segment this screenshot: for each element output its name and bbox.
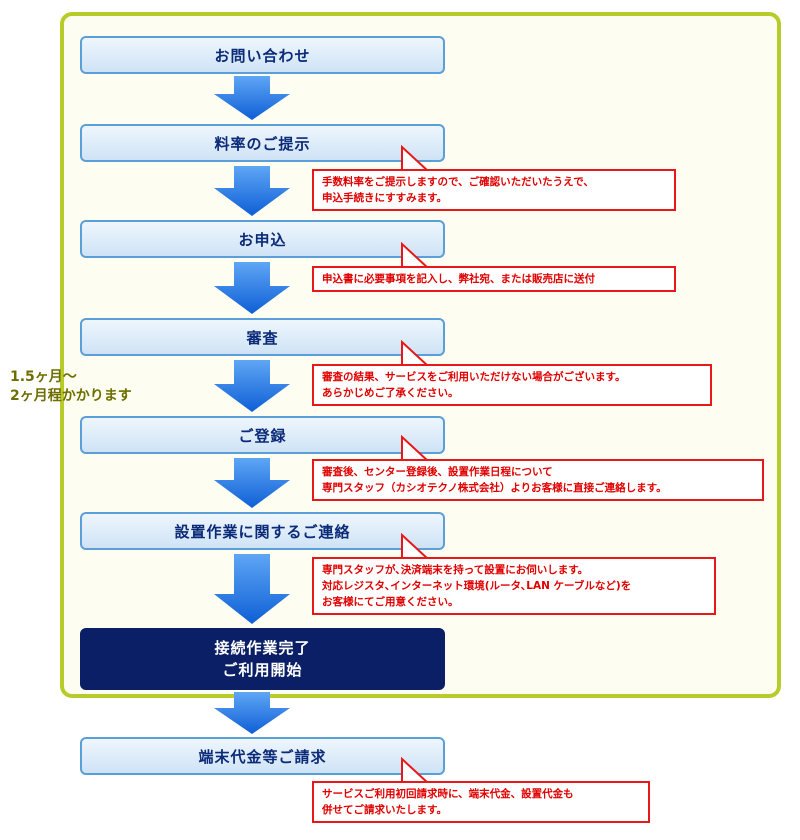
callout-tail [401, 242, 430, 269]
callout-line: 申込書に必要事項を記入し、弊社宛、または販売店に送付 [322, 273, 595, 285]
callout-line: 審査の結果、サービスをご利用いただけない場合がございます。 [322, 371, 626, 383]
down-arrow-icon [214, 166, 290, 216]
callout-rate-proposal: 手数料率をご提示しますので、ご確認いただいたうえで、 申込手続きにすすみます。 [312, 169, 676, 211]
step-rate-proposal: 料率のご提示 [80, 124, 445, 162]
step-label: 審査 [246, 328, 279, 347]
callout-tail [401, 435, 430, 462]
callout-line: 専門スタッフ（カシオテクノ株式会社）よりお客様に直接ご連絡します。 [322, 482, 667, 494]
step-billing: 端末代金等ご請求 [80, 737, 445, 775]
callout-tail [401, 757, 430, 784]
callout-installation: 専門スタッフが､決済端末を持って設置にお伺いします。 対応レジスタ､インターネッ… [312, 557, 716, 615]
step-registration: ご登録 [80, 416, 445, 454]
callout-line: 審査後、センター登録後、設置作業日程について [322, 466, 553, 478]
step-application: お申込 [80, 220, 445, 258]
down-arrow-icon [214, 458, 290, 508]
step-inquiry: お問い合わせ [80, 36, 445, 74]
step-label: 端末代金等ご請求 [198, 747, 327, 766]
down-arrow-icon [214, 76, 290, 120]
callout-line: 申込手続きにすすみます。 [322, 192, 448, 204]
callout-line: 併せてご請求いたします。 [322, 804, 447, 816]
callout-line: あらかじめご了承ください。 [322, 387, 459, 399]
callout-billing: サービスご利用初回請求時に、端末代金、設置代金も 併せてご請求いたします。 [312, 781, 650, 823]
callout-tail [401, 145, 430, 172]
callout-line: サービスご利用初回請求時に、端末代金、設置代金も [322, 788, 574, 800]
callout-tail [401, 340, 430, 367]
callout-line: お客様にてご用意ください。 [322, 596, 459, 608]
step-label-line-2: ご利用開始 [222, 661, 303, 679]
step-label: お問い合わせ [214, 46, 311, 65]
down-arrow-icon [214, 692, 290, 734]
step-review: 審査 [80, 318, 445, 356]
step-label: お申込 [238, 230, 287, 249]
duration-note: 1.5ヶ月～ 2ヶ月程かかります [10, 368, 132, 406]
step-installation-contact: 設置作業に関するご連絡 [80, 512, 445, 550]
callout-registration: 審査後、センター登録後、設置作業日程について 専門スタッフ（カシオテクノ株式会社… [312, 459, 764, 501]
callout-application: 申込書に必要事項を記入し、弊社宛、または販売店に送付 [312, 266, 676, 292]
callout-line: 手数料率をご提示しますので、ご確認いただいたうえで、 [322, 176, 594, 188]
callout-review: 審査の結果、サービスをご利用いただけない場合がございます。 あらかじめご了承くだ… [312, 364, 712, 406]
step-label-line-1: 接続作業完了 [214, 639, 311, 657]
step-label: 設置作業に関するご連絡 [174, 522, 351, 541]
duration-line-2: 2ヶ月程かかります [10, 388, 132, 404]
step-label: ご登録 [238, 426, 287, 445]
down-arrow-icon [214, 360, 290, 412]
callout-line: 対応レジスタ､インターネット環境(ルータ､LAN ケーブルなど)を [322, 580, 632, 592]
callout-tail [401, 533, 430, 560]
callout-line: 専門スタッフが､決済端末を持って設置にお伺いします。 [322, 564, 589, 576]
duration-line-1: 1.5ヶ月～ [10, 369, 77, 385]
step-label: 料率のご提示 [214, 134, 311, 153]
step-connection-complete: 接続作業完了 ご利用開始 [80, 628, 445, 690]
down-arrow-icon [214, 554, 290, 624]
down-arrow-icon [214, 262, 290, 314]
